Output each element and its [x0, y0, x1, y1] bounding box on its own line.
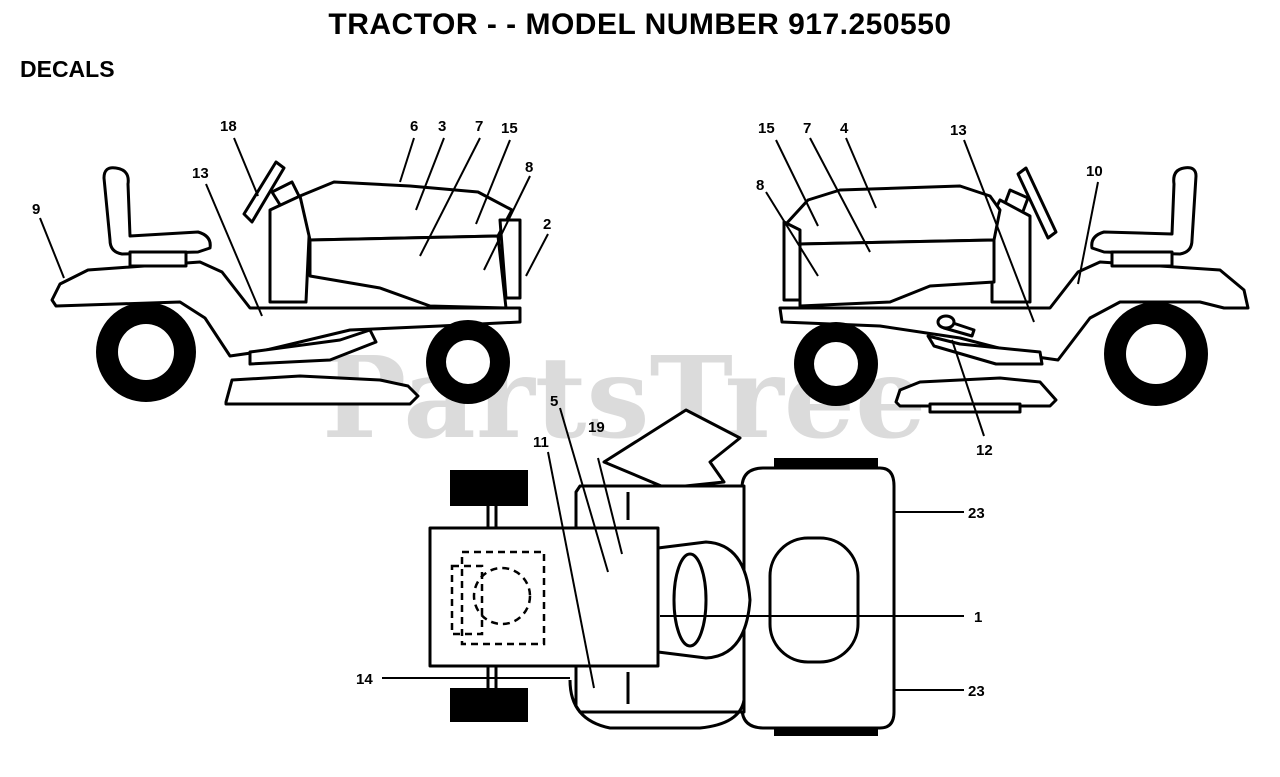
callout-top-5: 5	[550, 393, 558, 410]
seat-left	[102, 166, 212, 256]
callout-right-15: 15	[758, 120, 775, 137]
callout-top-23-upper: 23	[968, 505, 985, 522]
callout-left-2: 2	[543, 216, 551, 233]
engine-cover-outline-top	[450, 564, 484, 636]
mower-deck-right	[894, 376, 1058, 408]
tractor-left-side-view	[50, 160, 522, 406]
front-tire-top-lower	[450, 688, 528, 722]
callout-left-7: 7	[475, 118, 483, 135]
callout-right-7: 7	[803, 120, 811, 137]
mower-deck-left	[224, 374, 420, 406]
tractor-right-side-view	[778, 166, 1250, 414]
footrest-left	[248, 328, 378, 366]
seat-post-left	[128, 250, 188, 268]
right-view-callouts: 15 7 4 13 10 8 12	[756, 120, 1103, 459]
front-tire-top-upper	[450, 470, 528, 506]
steering-wheel-right	[1016, 166, 1058, 240]
top-view-callouts: 5 19 11 23 1 14 23	[356, 393, 985, 700]
deck-skirt-top	[568, 679, 746, 730]
callout-right-4: 4	[840, 120, 849, 137]
left-view-leaders	[39, 137, 549, 317]
page-title: TRACTOR - - MODEL NUMBER 917.250550	[328, 8, 952, 41]
engine-side-right	[798, 238, 996, 308]
callout-top-23-lower: 23	[968, 683, 985, 700]
callout-right-10: 10	[1086, 163, 1103, 180]
callout-left-13: 13	[192, 165, 209, 182]
callout-left-6: 6	[410, 118, 418, 135]
engine-side-left	[308, 234, 508, 310]
right-view-leaders	[765, 137, 1099, 437]
chassis-right	[778, 260, 1250, 362]
hood-right	[784, 184, 1002, 246]
callout-top-11: 11	[533, 434, 549, 451]
section-title: DECALS	[20, 56, 115, 82]
callout-right-12: 12	[976, 442, 993, 459]
callout-right-8: 8	[756, 177, 764, 194]
engine-outline-top	[460, 550, 546, 646]
callout-left-9: 9	[32, 201, 40, 218]
seat-post-right	[1110, 250, 1174, 268]
lever-knob-right	[936, 314, 956, 330]
callout-left-15: 15	[501, 120, 518, 137]
callout-left-18: 18	[220, 118, 237, 135]
steering-hub-top	[672, 552, 708, 648]
top-view-leaders	[382, 407, 964, 691]
seat-pan-top	[768, 536, 860, 664]
callout-left-8: 8	[525, 159, 533, 176]
callout-top-19: 19	[588, 419, 605, 436]
callout-top-14: 14	[356, 671, 373, 688]
footrest-right	[926, 334, 1044, 366]
seat-right	[1090, 166, 1198, 256]
callout-top-1: 1	[974, 609, 982, 626]
tractor-top-view	[428, 408, 896, 736]
dashboard-left	[268, 194, 312, 304]
steering-wheel-left	[242, 160, 286, 224]
left-view-callouts: 18 6 3 7 15 8 13 9 2	[32, 118, 551, 233]
grille-left	[498, 218, 522, 300]
callout-right-13: 13	[950, 122, 967, 139]
air-filter-outline-top	[472, 566, 532, 626]
callout-left-3: 3	[438, 118, 446, 135]
